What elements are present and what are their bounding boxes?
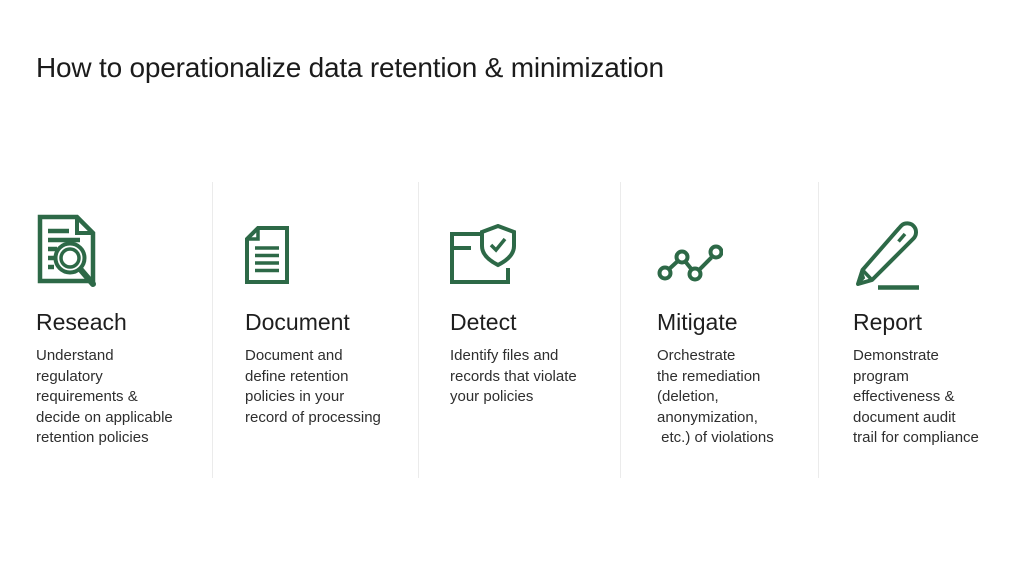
step-title: Detect	[450, 309, 517, 335]
step-column-detect: Detect Identify files and records that v…	[450, 182, 610, 408]
step-column-research: Reseach Understand regulatory requiremen…	[36, 182, 204, 449]
column-divider	[212, 182, 213, 478]
step-description: Orchestrate the remediation (deletion, a…	[657, 347, 774, 447]
pencil-edit-icon	[853, 182, 1009, 290]
step-description: Demonstrate program effectiveness & docu…	[853, 347, 979, 447]
column-divider	[620, 182, 621, 478]
step-description: Document and define retention policies i…	[245, 347, 381, 426]
step-description: Understand regulatory requirements & dec…	[36, 347, 173, 447]
step-column-mitigate: Mitigate Orchestrate the remediation (de…	[657, 182, 811, 449]
folder-shield-check-icon	[450, 182, 610, 290]
step-title: Mitigate	[657, 309, 738, 335]
step-title: Report	[853, 309, 923, 335]
step-column-report: Report Demonstrate program effectiveness…	[853, 182, 1009, 449]
step-title: Reseach	[36, 309, 127, 335]
slide-title: How to operationalize data retention & m…	[36, 52, 664, 83]
step-title: Document	[245, 309, 350, 335]
step-description: Identify files and records that violate …	[450, 347, 577, 406]
trend-nodes-icon	[657, 182, 811, 290]
column-divider	[418, 182, 419, 478]
column-divider	[818, 182, 819, 478]
document-search-icon	[36, 182, 204, 290]
document-icon	[245, 182, 409, 290]
step-column-document: Document Document and define retention p…	[245, 182, 409, 428]
